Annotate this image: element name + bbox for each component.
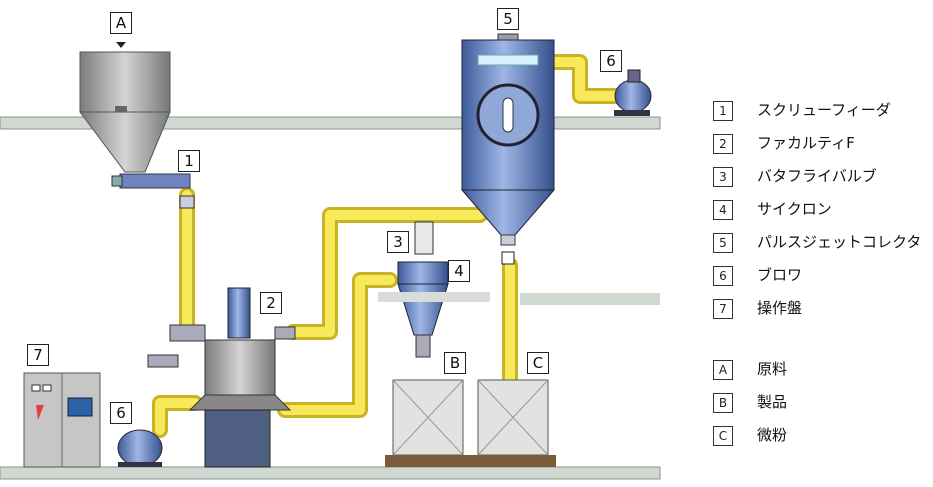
legend-label: ブロワ: [757, 266, 803, 284]
cyclone: [378, 221, 490, 358]
tag-6-blower-upper: 6: [600, 50, 622, 72]
legend-item: 7 操作盤: [713, 295, 933, 328]
blower-upper: [614, 69, 652, 116]
legend-item: 6 ブロワ: [713, 262, 933, 295]
legend-label: スクリューフィーダ: [757, 101, 891, 119]
legend-item: 5 パルスジェットコレクタ: [713, 229, 933, 262]
tag-3-butterfly-valve: 3: [387, 231, 409, 253]
legend-item: 4 サイクロン: [713, 196, 933, 229]
legend-key: C: [713, 426, 733, 446]
legend-key: 4: [713, 200, 733, 220]
legend-label: 製品: [757, 393, 788, 411]
legend-label: パルスジェットコレクタ: [757, 233, 922, 251]
legend-label: ファカルティF: [757, 134, 855, 152]
legend-label: 操作盤: [757, 299, 803, 317]
legend-label: バタフライバルブ: [757, 167, 877, 185]
legend-item: 1 スクリューフィーダ: [713, 97, 933, 130]
legend-material-item: B 製品: [713, 389, 933, 422]
tag-a-raw-material: A: [110, 12, 132, 34]
legend-label: 原料: [757, 360, 788, 378]
tag-1-screw-feeder: 1: [178, 150, 200, 172]
legend-spacer: [713, 328, 933, 356]
tag-2-classifier-mill: 2: [260, 292, 282, 314]
legend-key: 7: [713, 299, 733, 319]
ground-floor: [0, 466, 661, 480]
legend-label: 微粉: [757, 426, 788, 444]
legend-key: 2: [713, 134, 733, 154]
legend: 1 スクリューフィーダ 2 ファカルティF 3 バタフライバルブ 4 サイクロン 5 パル…: [713, 97, 933, 455]
legend-key: 5: [713, 233, 733, 253]
tag-4-cyclone: 4: [448, 260, 470, 282]
pulse-jet-collector: [460, 33, 556, 265]
legend-key: 3: [713, 167, 733, 187]
legend-material-item: A 原料: [713, 356, 933, 389]
tag-7-control-panel: 7: [27, 344, 49, 366]
legend-key: A: [713, 360, 733, 380]
legend-key: 1: [713, 101, 733, 121]
legend-item: 2 ファカルティF: [713, 130, 933, 163]
screw-feeder: [111, 173, 195, 209]
control-panel: [23, 372, 101, 468]
mid-floor: [520, 293, 660, 305]
tag-6-blower-lower: 6: [110, 402, 132, 424]
tag-5-pulse-jet-collector: 5: [497, 8, 519, 30]
classifier-mill: [147, 287, 296, 468]
legend-label: サイクロン: [757, 200, 832, 218]
legend-key: B: [713, 393, 733, 413]
blower-lower: [117, 429, 163, 467]
product-container: [385, 379, 471, 467]
legend-material-item: C 微粉: [713, 422, 933, 455]
tag-c-fines: C: [527, 352, 549, 374]
legend-key: 6: [713, 266, 733, 286]
raw-material-hopper: [79, 42, 171, 173]
legend-item: 3 バタフライバルブ: [713, 163, 933, 196]
fines-container: [470, 379, 556, 467]
conveying-pipes-highlight: [155, 57, 623, 435]
tag-b-product: B: [444, 352, 466, 374]
